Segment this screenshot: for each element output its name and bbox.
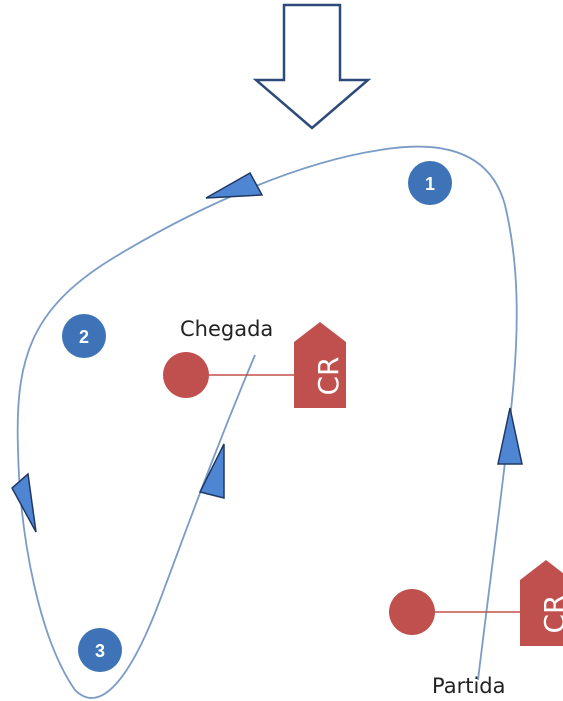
- direction-arrow-icon: [198, 443, 225, 499]
- flag-text: CR: [538, 594, 563, 633]
- checkpoint-number: 1: [425, 174, 435, 194]
- flag-text: CR: [312, 356, 345, 395]
- course-route-line: [16, 145, 518, 699]
- checkpoint-2: 2: [62, 314, 106, 358]
- flag-base-circle: [163, 352, 209, 398]
- checkpoint-number: 3: [95, 641, 105, 661]
- pennant-flag-icon: [294, 322, 346, 408]
- checkpoint-number: 2: [79, 327, 89, 347]
- arrival-flag-assembly: CR: [163, 322, 346, 408]
- arrival-label: Chegada: [180, 317, 273, 341]
- direction-arrow-icon: [497, 407, 523, 465]
- direction-arrow-icon: [205, 171, 264, 199]
- pennant-flag-icon: [520, 560, 563, 646]
- direction-arrow-icon: [11, 472, 37, 533]
- checkpoint-3: 3: [78, 628, 122, 672]
- departure-flag-assembly: CR: [389, 560, 563, 646]
- departure-label: Partida: [432, 674, 506, 698]
- flag-base-circle: [389, 589, 435, 635]
- down-arrow-outline-icon: [252, 3, 372, 130]
- checkpoint-1: 1: [408, 161, 452, 205]
